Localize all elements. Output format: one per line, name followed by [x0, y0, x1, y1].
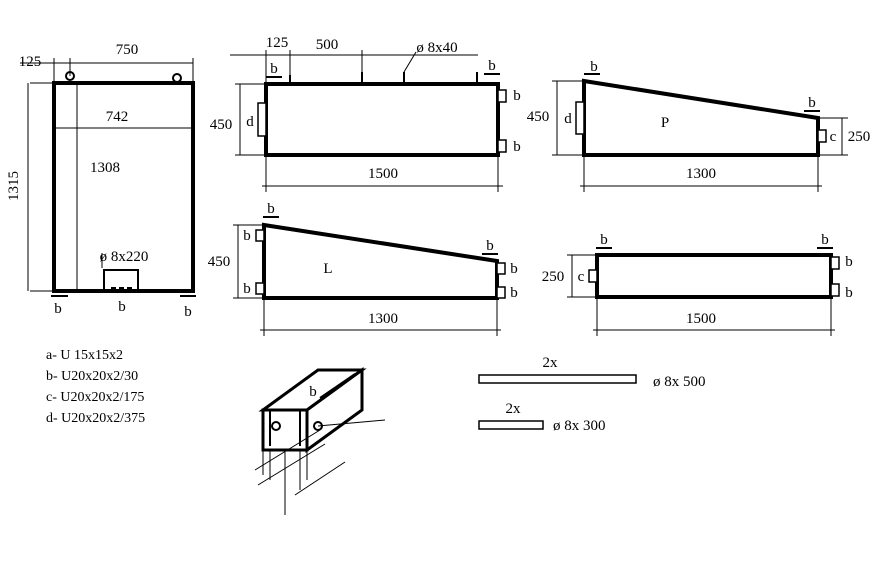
- label-b: b: [845, 285, 853, 301]
- bracket-b: [497, 139, 507, 153]
- dim-length-label: 1500: [686, 311, 716, 327]
- label-d: d: [246, 114, 254, 130]
- label-b: b: [486, 238, 494, 254]
- side-long-frame: [264, 82, 500, 157]
- bracket-b: [255, 282, 265, 295]
- bracket-b: [496, 262, 506, 275]
- label-b: b: [510, 285, 518, 301]
- panel-l-view: L 450 1300 b b b b b b: [208, 201, 518, 336]
- rod-label: ø 8x220: [100, 249, 149, 265]
- label-b: b: [513, 88, 521, 104]
- label-b: b: [590, 59, 598, 75]
- bracket-d: [257, 102, 267, 137]
- label-b: b: [600, 232, 608, 248]
- side-long-view: 125 500 ø 8x40 450 d 1500 b b b b: [210, 35, 521, 192]
- panel-name: L: [323, 261, 332, 277]
- label-b: b: [510, 261, 518, 277]
- dim-height-label: 450: [208, 254, 231, 270]
- bracket-b: [497, 89, 507, 103]
- dim-width-label: 750: [116, 42, 139, 58]
- bracket-b: [255, 229, 265, 242]
- lifting-loop: [65, 71, 75, 81]
- panel-end-view: 250 1500 c b b b b: [542, 232, 853, 336]
- bracket-detail-3d: b: [254, 367, 386, 515]
- rod-label: ø 8x 300: [553, 418, 606, 434]
- legend-item: a- U 15x15x2: [46, 348, 123, 363]
- dim-height-label: 450: [527, 109, 550, 125]
- label-b: b: [513, 139, 521, 155]
- label-b: b: [821, 232, 829, 248]
- bracket-b: [830, 283, 840, 297]
- dim-height-label: 250: [542, 269, 565, 285]
- legend-item: d- U20x20x2/375: [46, 411, 145, 426]
- b-marker-right: b: [184, 304, 192, 320]
- rod-short: [478, 420, 544, 430]
- panel-end-frame: [595, 253, 833, 299]
- dim-offset-label: 125: [266, 35, 289, 51]
- label-d: d: [564, 111, 572, 127]
- b-marker-left: b: [54, 301, 62, 317]
- lifting-loop: [172, 73, 182, 83]
- rod-label: ø 8x40: [416, 40, 457, 56]
- bracket-b: [830, 256, 840, 270]
- rods: 2x ø 8x 500 2x ø 8x 300: [478, 355, 706, 434]
- label-c: c: [578, 269, 585, 285]
- dim-offset-label: 125: [19, 54, 42, 70]
- legend: a- U 15x15x2 b- U20x20x2/30 c- U20x20x2/…: [46, 348, 145, 426]
- bracket-c: [817, 129, 827, 143]
- label-b: b: [243, 228, 251, 244]
- legend-item: b- U20x20x2/30: [46, 369, 138, 384]
- panel-l-frame: [262, 222, 499, 300]
- label-b: b: [488, 58, 496, 74]
- dim-inner-width-label: 742: [106, 109, 129, 125]
- dim-spacing-label: 500: [316, 37, 339, 53]
- panel-name: P: [661, 115, 669, 131]
- rod-qty: 2x: [543, 355, 559, 371]
- rod-qty: 2x: [506, 401, 522, 417]
- panel-p-frame: [582, 78, 820, 157]
- bolt-hole: [271, 421, 281, 431]
- bracket-b: [496, 286, 506, 299]
- dim-height-right-label: 250: [848, 129, 871, 145]
- label-b: b: [267, 201, 275, 217]
- dim-length-label: 1500: [368, 166, 398, 182]
- label-b: b: [808, 95, 816, 111]
- label-b: b: [243, 281, 251, 297]
- rod-long: [478, 374, 637, 384]
- rod-label: ø 8x 500: [653, 374, 706, 390]
- label-b: b: [845, 254, 853, 270]
- dim-length-label: 1300: [686, 166, 716, 182]
- legend-item: c- U20x20x2/175: [46, 390, 144, 405]
- bracket-c: [588, 269, 598, 283]
- label-b: b: [309, 384, 317, 400]
- bracket-d: [575, 101, 585, 135]
- dim-inner-height-label: 1308: [90, 160, 120, 176]
- dim-length-label: 1300: [368, 311, 398, 327]
- dim-height-label: 450: [210, 117, 233, 133]
- label-b: b: [270, 61, 278, 77]
- front-view: 125 750 742 1315 1308 ø 8x220 b b b: [6, 42, 196, 320]
- dim-height-label: 1315: [6, 171, 22, 201]
- b-marker-center: b: [118, 299, 126, 315]
- label-c: c: [830, 129, 837, 145]
- panel-p-view: P 450 250 1300 d c b b: [527, 59, 871, 192]
